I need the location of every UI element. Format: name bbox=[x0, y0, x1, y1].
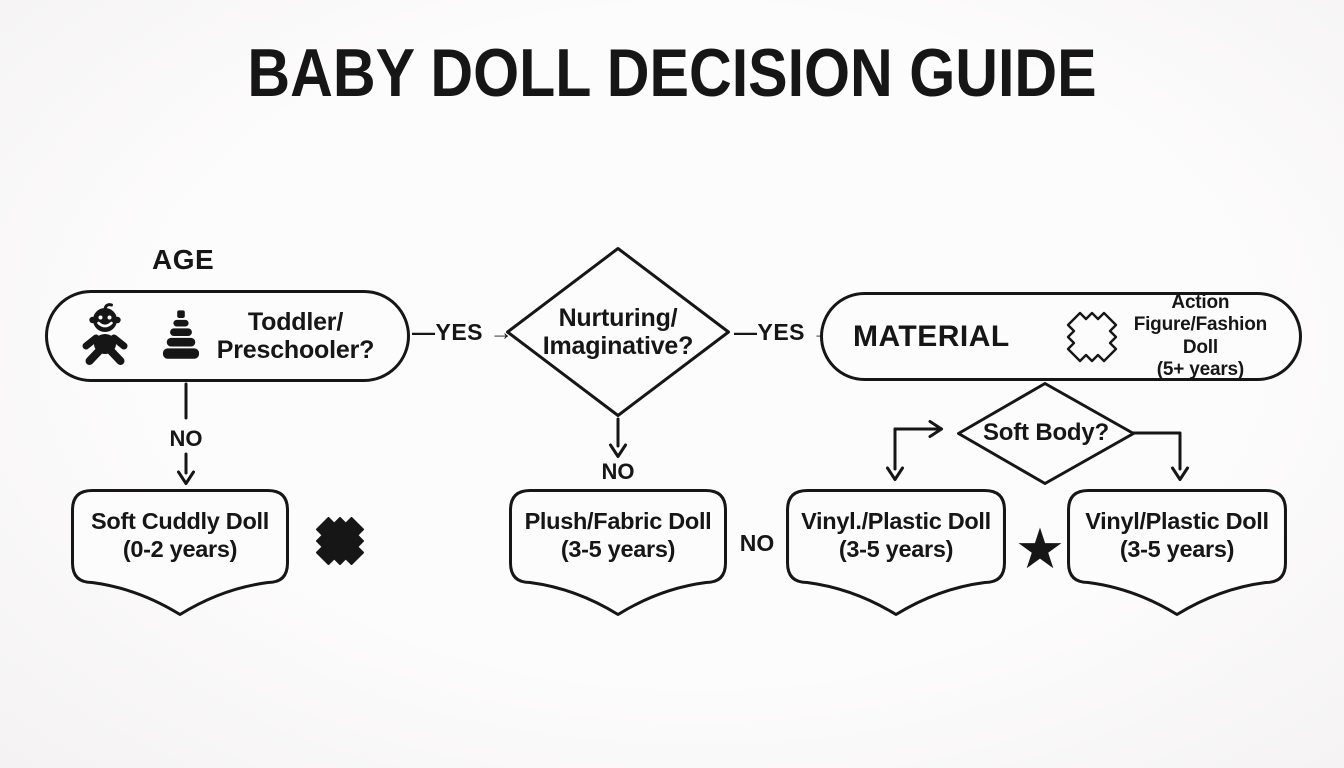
age-question-line1: Toddler/ bbox=[247, 308, 344, 336]
page-title: BABY DOLL DECISION GUIDE bbox=[247, 35, 1097, 111]
nurturing-question-text: Nurturing/ Imaginative? bbox=[505, 246, 731, 418]
nurturing-decision-diamond: Nurturing/ Imaginative? bbox=[505, 246, 731, 418]
arrowhead-right-softbody bbox=[928, 420, 943, 438]
baby-icon bbox=[80, 303, 130, 369]
result-line2: (0-2 years) bbox=[122, 536, 238, 562]
nurturing-line1: Nurturing/ bbox=[558, 304, 678, 332]
result-text: Plush/Fabric Doll (3-5 years) bbox=[508, 488, 728, 584]
no-label-nurturing: NO bbox=[601, 459, 635, 484]
result-text: Soft Cuddly Doll (0-2 years) bbox=[70, 488, 290, 584]
age-question-pill: Toddler/ Preschooler? bbox=[45, 290, 410, 382]
fabric-patch-outline-icon bbox=[1066, 311, 1118, 363]
action-figure-result-text: Action Figure/Fashion Doll (5+ years) bbox=[1118, 292, 1283, 382]
age-question-text: Toddler/ Preschooler? bbox=[200, 308, 391, 364]
age-section-label: AGE bbox=[152, 244, 215, 275]
result-box-plush-fabric-doll: Plush/Fabric Doll (3-5 years) bbox=[508, 488, 728, 618]
no-label-soft-body: NO bbox=[739, 530, 775, 556]
soft-body-decision-diamond: Soft Body? bbox=[957, 382, 1135, 485]
result-box-shape bbox=[71, 489, 289, 616]
arrowhead-down-vinyl-right bbox=[1171, 466, 1189, 481]
arrowhead-down-age bbox=[177, 470, 195, 485]
material-section-pill: MATERIAL Action Figure/Fashion Doll (5+ … bbox=[820, 292, 1302, 381]
yes-label-age-to-nurturing: —YES → bbox=[412, 319, 514, 345]
result-box-vinyl-plastic-doll-left: Vinyl./Plastic Doll (3-5 years) bbox=[785, 488, 1007, 618]
result-box-shape bbox=[1067, 489, 1287, 616]
arrowhead-down-vinyl-left bbox=[886, 466, 904, 481]
material-section-label: MATERIAL bbox=[853, 319, 1010, 353]
edge-softbody-right-elbow bbox=[1131, 431, 1182, 471]
diamond-shape bbox=[506, 247, 730, 417]
result-box-shape bbox=[786, 489, 1006, 616]
action-figure-line1: Action Figure/Fashion Doll bbox=[1133, 291, 1268, 358]
result-box-soft-cuddly-doll: Soft Cuddly Doll (0-2 years) bbox=[70, 488, 290, 618]
yes-label-nurturing-to-material: —YES → bbox=[734, 319, 836, 345]
stacking-rings-icon bbox=[162, 309, 200, 363]
result-line2: (3-5 years) bbox=[560, 536, 676, 562]
result-line1: Soft Cuddly Doll bbox=[91, 508, 269, 535]
result-box-vinyl-plastic-doll-right: Vinyl/Plastic Doll (3-5 years) bbox=[1066, 488, 1288, 618]
action-figure-line2: (5+ years) bbox=[1156, 358, 1245, 380]
result-line1: Vinyl./Plastic Doll bbox=[801, 508, 991, 535]
result-line2: (3-5 years) bbox=[1119, 536, 1235, 562]
star-icon: ★ bbox=[1014, 517, 1066, 580]
no-label-age: NO bbox=[169, 426, 203, 451]
result-line1: Plush/Fabric Doll bbox=[524, 508, 712, 535]
result-line2: (3-5 years) bbox=[838, 536, 954, 562]
arrowhead-down-nurturing bbox=[609, 443, 627, 458]
age-question-line2: Preschooler? bbox=[216, 336, 375, 364]
result-line1: Vinyl/Plastic Doll bbox=[1085, 508, 1269, 535]
fabric-patch-filled-icon bbox=[315, 515, 365, 567]
diamond-shape bbox=[957, 382, 1135, 485]
soft-body-question-text: Soft Body? bbox=[983, 419, 1109, 447]
result-text: Vinyl./Plastic Doll (3-5 years) bbox=[785, 488, 1007, 584]
result-box-shape bbox=[509, 489, 727, 616]
result-text: Vinyl/Plastic Doll (3-5 years) bbox=[1066, 488, 1288, 584]
nurturing-line2: Imaginative? bbox=[542, 332, 694, 360]
